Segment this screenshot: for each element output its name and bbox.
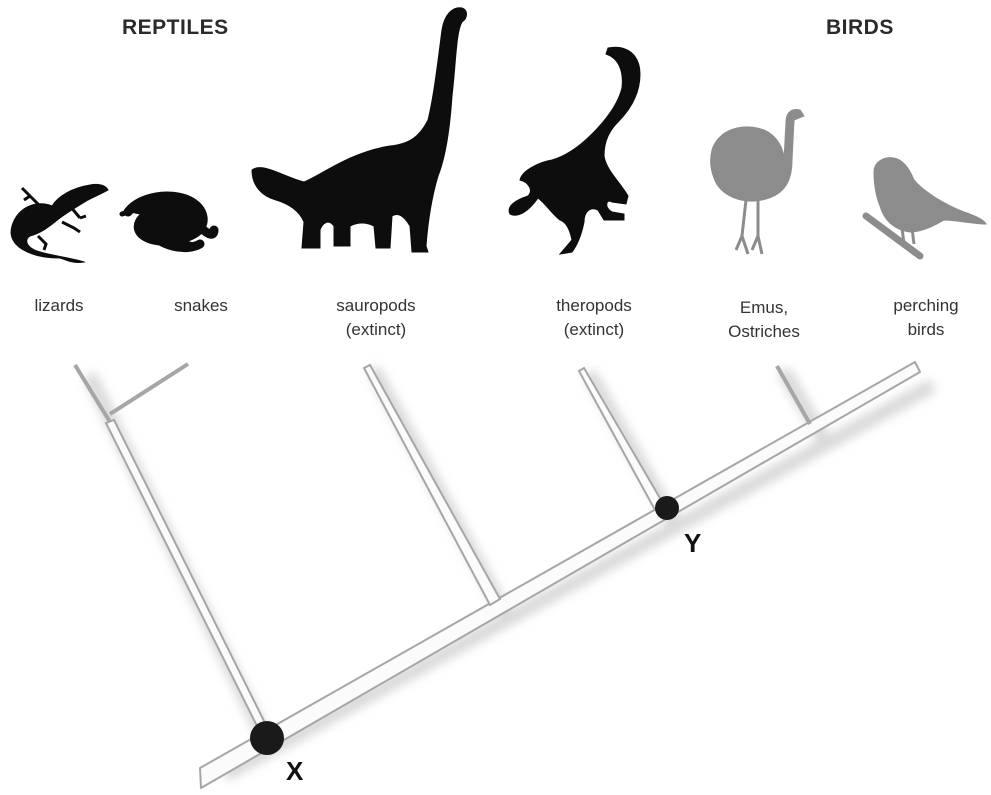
node-x-label: X [286,756,303,787]
taxon-label-line1: Emus, [704,296,824,320]
taxon-label-line2: (extinct) [534,318,654,342]
taxon-label-line1: theropods [534,294,654,318]
sauropod-icon [252,8,467,252]
taxon-label-line1: snakes [156,294,246,318]
taxon-label-line2: Ostriches [704,320,824,344]
taxon-label-line2: birds [876,318,976,342]
taxon-label-line1: sauropods [316,294,436,318]
snake-branch [110,364,188,414]
theropod-branch [579,368,664,510]
taxon-label-snakes: snakes [156,294,246,318]
main-trunk-branch [200,362,920,788]
squamate-stem-branch [106,420,270,736]
node-x [250,721,284,755]
birds-group-label: BIRDS [826,16,894,40]
sauropod-branch [364,365,500,605]
lizard-icon [11,184,108,262]
taxon-label-line1: perching [876,294,976,318]
taxon-label-theropods: theropods (extinct) [534,294,654,342]
taxon-label-emus-ostriches: Emus, Ostriches [704,296,824,344]
taxon-label-lizards: lizards [14,294,104,318]
ostrich-icon [711,110,804,255]
perching-bird-icon [866,158,986,256]
taxon-label-perching-birds: perching birds [876,294,976,342]
taxon-label-line2: (extinct) [316,318,436,342]
node-y-label: Y [684,528,701,559]
taxon-label-line1: lizards [14,294,104,318]
node-y [655,496,679,520]
snake-icon [122,196,214,248]
taxon-label-sauropods: sauropods (extinct) [316,294,436,342]
theropod-icon [509,47,640,254]
reptiles-group-label: REPTILES [122,16,229,40]
